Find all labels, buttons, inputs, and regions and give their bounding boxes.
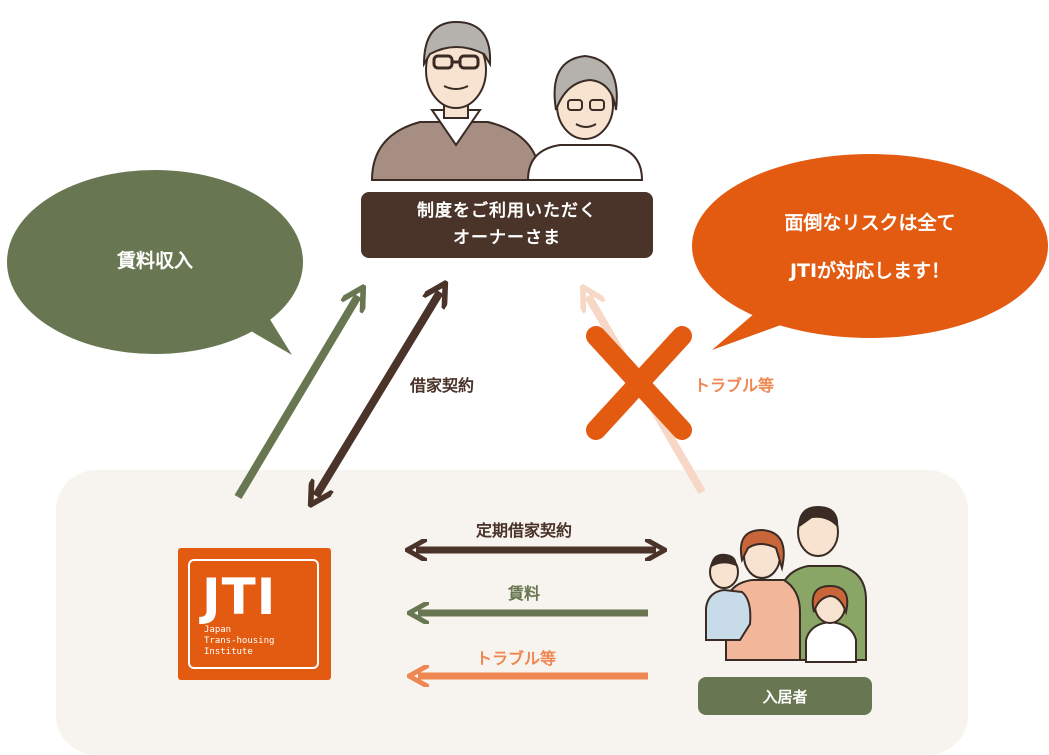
- owner-label-line2: オーナーさま: [453, 228, 561, 248]
- family-icon: [705, 506, 867, 663]
- jti-logo-sub3: Institute: [204, 647, 253, 657]
- risk-text-line1: 面倒なリスクは全て: [784, 212, 956, 234]
- jti-logo-sub2: Trans-housing: [204, 636, 275, 646]
- risk-text: 面倒なリスクは全て JTIが対応します！: [735, 208, 1005, 286]
- lease-contract-arrow: [316, 292, 440, 496]
- jti-logo-sub1: Japan: [204, 625, 232, 635]
- rent-label: 賃料: [508, 584, 541, 603]
- owner-label: 制度をご利用いただく オーナーさま: [361, 192, 653, 258]
- elderly-man-icon: [370, 20, 542, 181]
- jti-logo-subtext: Japan Trans-housing Institute: [204, 625, 274, 658]
- elderly-woman-icon: [526, 54, 644, 181]
- rent-income-bubble: [7, 170, 303, 355]
- owner-label-line1: 制度をご利用いただく: [417, 201, 597, 221]
- fixed-term-lease-label: 定期借家契約: [476, 521, 573, 540]
- trouble-top-label: トラブル等: [694, 376, 775, 395]
- cross-mark-icon: [586, 326, 692, 440]
- lease-contract-label: 借家契約: [410, 376, 475, 395]
- risk-bubble: [692, 154, 1048, 350]
- rent-income-text: 賃料収入: [116, 250, 193, 272]
- resident-label: 入居者: [698, 677, 872, 715]
- trouble-bottom-label: トラブル等: [476, 649, 557, 668]
- jti-logo-frame: JTI Japan Trans-housing Institute: [188, 559, 319, 669]
- risk-text-line2: JTIが対応します！: [789, 260, 951, 282]
- jti-logo-mark: JTI: [202, 568, 277, 626]
- jti-logo: JTI Japan Trans-housing Institute: [178, 548, 331, 680]
